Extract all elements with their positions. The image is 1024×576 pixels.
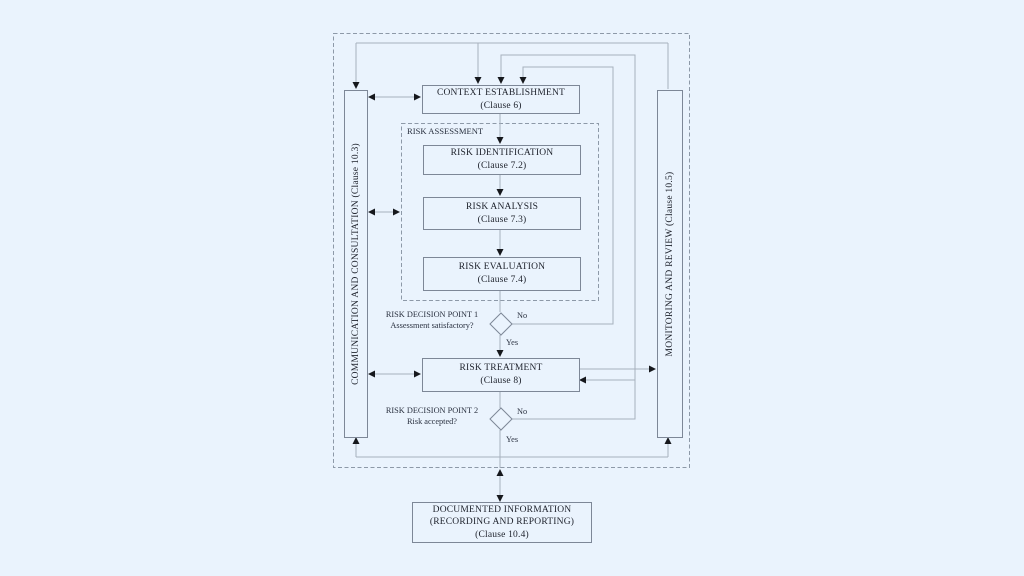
risk-identification-box: RISK IDENTIFICATION (Clause 7.2) <box>423 145 581 175</box>
decision2-yes-label: Yes <box>506 435 519 444</box>
decision1-yes-label: Yes <box>506 338 519 347</box>
decision1-no-label: No <box>517 311 528 320</box>
monitoring-review-bar: MONITORING AND REVIEW (Clause 10.5) <box>657 90 683 438</box>
decision1-name: RISK DECISION POINT 1 <box>385 310 479 319</box>
process-boundary-frame <box>333 33 690 468</box>
risk-treatment-box: RISK TREATMENT (Clause 8) <box>422 358 580 392</box>
decision1-question: Assessment satisfactory? <box>390 321 474 331</box>
risk-identification-title: RISK IDENTIFICATION <box>450 148 554 159</box>
decision2-question: Risk accepted? <box>407 417 457 427</box>
documented-information-subtitle: (RECORDING AND REPORTING) <box>429 517 575 528</box>
documented-information-clause: (Clause 10.4) <box>475 529 529 540</box>
risk-treatment-clause: (Clause 8) <box>480 376 522 386</box>
decision2-no-label: No <box>517 407 528 416</box>
documented-information-box: DOCUMENTED INFORMATION (RECORDING AND RE… <box>412 502 592 543</box>
risk-treatment-title: RISK TREATMENT <box>459 363 543 374</box>
risk-analysis-box: RISK ANALYSIS (Clause 7.3) <box>423 197 581 230</box>
communication-consultation-label: COMMUNICATION AND CONSULTATION (Clause 1… <box>351 143 361 385</box>
connectors <box>352 42 672 503</box>
risk-identification-clause: (Clause 7.2) <box>477 161 527 171</box>
decision2-name: RISK DECISION POINT 2 <box>385 406 479 415</box>
decision1-no-feedback <box>512 66 614 325</box>
communication-consultation-bar: COMMUNICATION AND CONSULTATION (Clause 1… <box>344 90 368 438</box>
context-establishment-title: CONTEXT ESTABLISHMENT <box>436 87 566 98</box>
context-establishment-box: CONTEXT ESTABLISHMENT (Clause 6) <box>422 85 580 114</box>
context-establishment-clause: (Clause 6) <box>480 100 522 111</box>
risk-evaluation-clause: (Clause 7.4) <box>477 275 527 285</box>
risk-evaluation-box: RISK EVALUATION (Clause 7.4) <box>423 257 581 291</box>
decision1-label: RISK DECISION POINT 1 Assessment satisfa… <box>378 309 486 331</box>
risk-analysis-title: RISK ANALYSIS <box>465 201 539 212</box>
decision2-no-feedback <box>497 54 636 420</box>
decision-diamond-1 <box>489 312 513 336</box>
risk-analysis-clause: (Clause 7.3) <box>477 214 527 225</box>
monitoring-review-label: MONITORING AND REVIEW (Clause 10.5) <box>665 171 675 357</box>
risk-evaluation-title: RISK EVALUATION <box>458 262 546 273</box>
decision-diamond-2 <box>489 407 513 431</box>
documented-information-title: DOCUMENTED INFORMATION <box>432 504 572 515</box>
risk-assessment-group-label: RISK ASSESSMENT <box>407 126 484 136</box>
decision2-label: RISK DECISION POINT 2 Risk accepted? <box>378 405 486 427</box>
